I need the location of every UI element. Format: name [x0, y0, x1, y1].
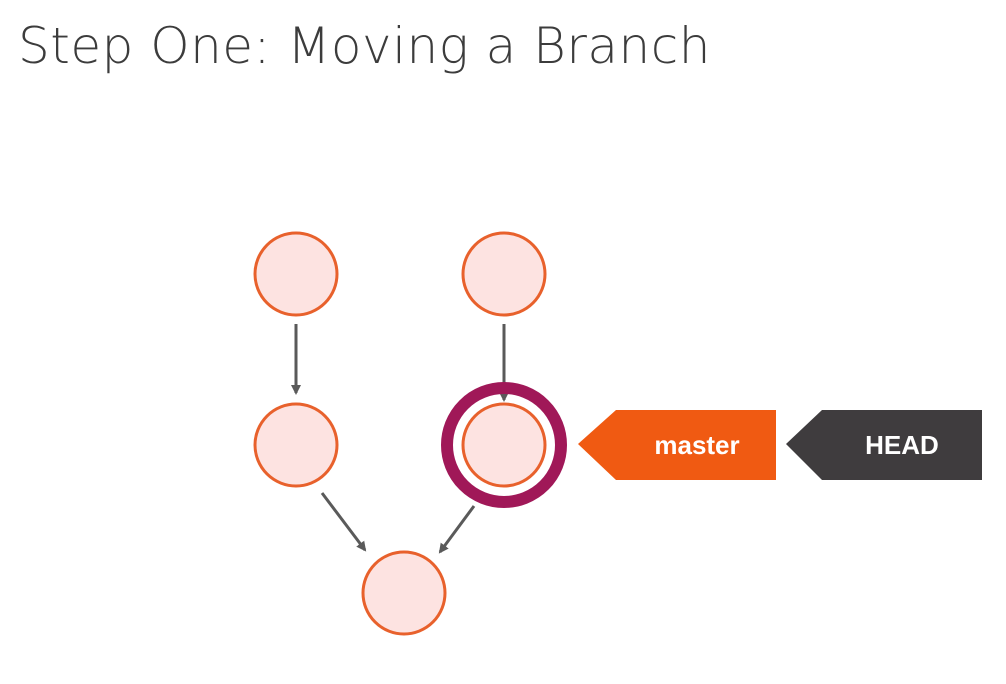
commit-node-highlighted[interactable] [461, 402, 547, 488]
head-label[interactable]: HEAD [786, 410, 982, 480]
edge-c3-c5 [320, 492, 367, 552]
commit-node[interactable] [461, 231, 547, 317]
branch-label-master[interactable]: master [578, 410, 776, 480]
head-tag-shape [786, 410, 982, 480]
slide-title: Step One: Moving a Branch [18, 17, 711, 75]
edges [291, 324, 509, 554]
head-label-text: HEAD [865, 430, 939, 460]
branch-tag-shape [578, 410, 776, 480]
branch-label-text: master [654, 430, 739, 460]
commits [253, 231, 547, 636]
highlight-ring [441, 382, 567, 508]
commit-node[interactable] [361, 550, 447, 636]
commit-node[interactable] [253, 402, 339, 488]
edge-c4-c5 [438, 505, 476, 554]
commit-node[interactable] [253, 231, 339, 317]
